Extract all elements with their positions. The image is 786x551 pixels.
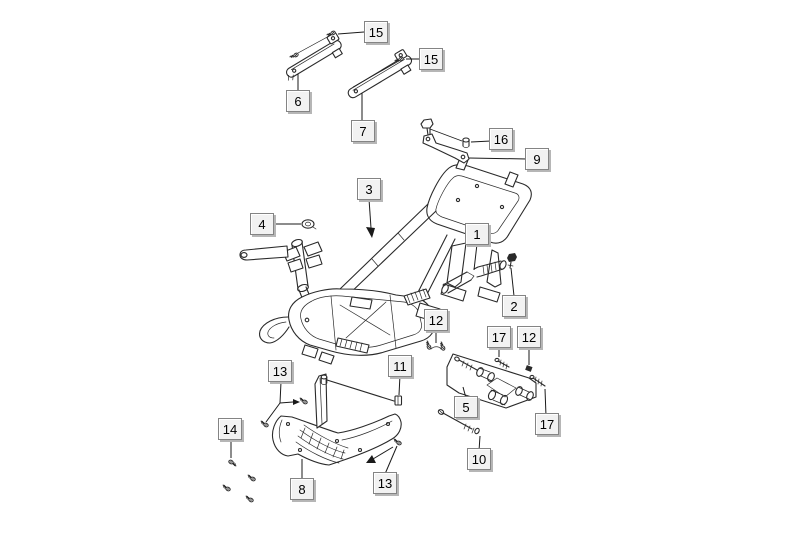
callout-13-a[interactable]: 13 xyxy=(268,360,292,382)
screw xyxy=(245,473,257,483)
part-9-bracket xyxy=(420,118,470,164)
callout-1[interactable]: 1 xyxy=(465,223,489,245)
part-10-bolt xyxy=(437,409,480,435)
screw xyxy=(227,458,239,468)
part-17-stud-upper xyxy=(494,357,510,370)
callout-13-b[interactable]: 13 xyxy=(373,472,397,494)
callout-9[interactable]: 9 xyxy=(525,148,549,170)
screw xyxy=(288,51,300,61)
part-4-grommet xyxy=(301,219,317,230)
callout-11[interactable]: 11 xyxy=(388,355,412,377)
part-8-pan xyxy=(271,373,402,466)
callout-3[interactable]: 3 xyxy=(357,178,381,200)
callout-6[interactable]: 6 xyxy=(286,90,310,112)
callout-17-a[interactable]: 17 xyxy=(487,326,511,348)
part-7-rail xyxy=(347,49,413,99)
screw xyxy=(220,483,232,493)
callout-8[interactable]: 8 xyxy=(290,478,314,500)
callout-15-b[interactable]: 15 xyxy=(419,48,443,70)
callout-16[interactable]: 16 xyxy=(489,128,513,150)
screw xyxy=(258,419,270,429)
part-5-mount xyxy=(446,353,537,409)
callout-5[interactable]: 5 xyxy=(454,396,478,418)
callout-12-a[interactable]: 12 xyxy=(424,309,448,331)
callout-17-b[interactable]: 17 xyxy=(535,413,559,435)
screw xyxy=(391,437,403,447)
screw xyxy=(423,339,433,351)
part-1-pipe xyxy=(441,260,507,294)
screw xyxy=(243,494,255,504)
screw xyxy=(297,396,309,406)
callout-12-b[interactable]: 12 xyxy=(517,326,541,348)
screw xyxy=(437,340,447,352)
part-11-clip xyxy=(320,374,403,406)
callout-2[interactable]: 2 xyxy=(502,295,526,317)
part-2-bolt xyxy=(507,253,517,269)
frame-drawing xyxy=(239,157,532,365)
part-12-nut xyxy=(525,365,533,372)
callout-4[interactable]: 4 xyxy=(250,213,274,235)
callout-10[interactable]: 10 xyxy=(467,448,491,470)
part-6-rail xyxy=(285,32,343,81)
callout-14[interactable]: 14 xyxy=(218,418,242,440)
callout-7[interactable]: 7 xyxy=(351,120,375,142)
part-17-stud-lower xyxy=(529,374,546,387)
part-12-clamp xyxy=(430,346,442,350)
callout-15-a[interactable]: 15 xyxy=(364,21,388,43)
